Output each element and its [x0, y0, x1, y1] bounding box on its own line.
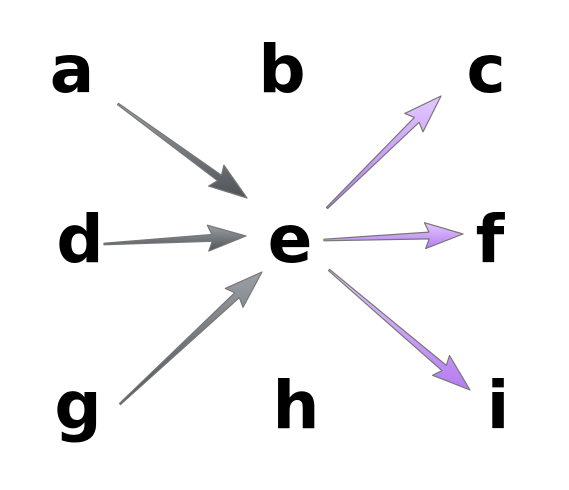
node-a: a: [50, 31, 95, 108]
node-d: d: [56, 201, 103, 278]
node-e: e: [268, 201, 313, 278]
arrow-e-to-i: [327, 268, 471, 391]
node-h: h: [273, 367, 320, 444]
node-i: i: [487, 367, 510, 444]
node-b: b: [258, 31, 305, 108]
arrow-g-to-e: [118, 271, 263, 406]
node-c: c: [466, 31, 505, 108]
node-labels: a b c d e f g h i: [50, 31, 510, 444]
edge-arrows: [103, 95, 471, 406]
arrow-e-to-f: [323, 222, 464, 250]
arrow-a-to-e: [116, 102, 248, 199]
arrow-d-to-e: [103, 224, 247, 252]
node-f: f: [476, 201, 506, 278]
node-g: g: [54, 367, 101, 444]
arrow-e-to-c: [325, 95, 442, 210]
